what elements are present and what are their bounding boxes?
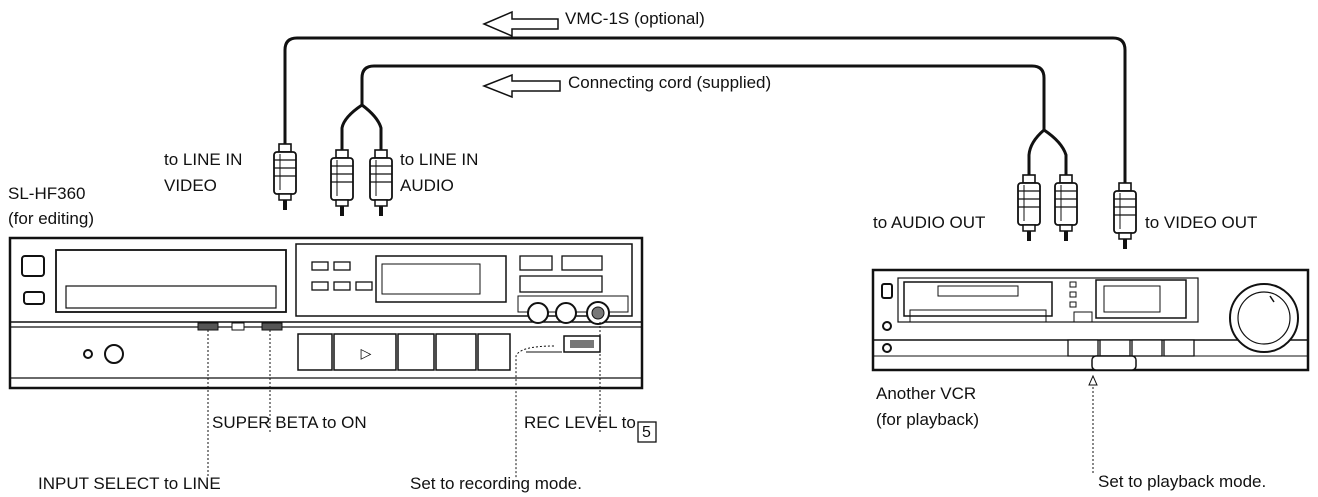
audio-y-split-right	[1027, 128, 1068, 170]
audio-out-plug-left	[1016, 165, 1042, 243]
audio-y-split-left	[340, 103, 383, 145]
playback-arrow	[1088, 374, 1098, 386]
rec-level-box	[637, 421, 657, 443]
audio-out-label: to AUDIO OUT	[873, 213, 986, 232]
audio-in-label-1: to LINE IN	[400, 150, 479, 169]
vmc-direction-arrow	[482, 10, 559, 38]
audio-in-plug-left	[329, 140, 355, 218]
input-select-label: INPUT SELECT to LINE	[38, 474, 221, 493]
editing-vcr-role: (for editing)	[8, 209, 94, 228]
playback-vcr-name: Another VCR	[876, 384, 977, 403]
playback-vcr-role: (for playback)	[876, 410, 979, 429]
video-out-label: to VIDEO OUT	[1145, 213, 1258, 232]
cord-direction-arrow	[481, 73, 561, 99]
play-button	[1091, 355, 1137, 371]
vmc-cable	[283, 36, 1127, 195]
super-beta-switch	[261, 322, 283, 331]
callout-lines	[207, 97, 1094, 478]
super-beta-label: SUPER BETA to ON	[212, 413, 367, 432]
audio-in-label-2: AUDIO	[400, 176, 454, 195]
playback-mode-label: Set to playback mode.	[1098, 472, 1267, 491]
audio-in-plug-right	[368, 140, 394, 218]
video-in-plug	[272, 134, 298, 212]
record-mode-label: Set to recording mode.	[410, 474, 582, 493]
video-out-plug	[1112, 173, 1138, 251]
video-in-label-2: VIDEO	[164, 176, 217, 195]
editing-vcr-model: SL-HF360	[8, 184, 86, 203]
rec-level-label: REC LEVEL to	[524, 413, 636, 432]
playback-vcr	[871, 268, 1310, 372]
video-in-label-1: to LINE IN	[164, 150, 243, 169]
audio-out-plug-right	[1053, 165, 1079, 243]
input-select-switch	[197, 322, 219, 331]
rec-level-knob	[591, 306, 605, 320]
editing-vcr: ▷	[8, 236, 644, 390]
cord-label: Connecting cord (supplied)	[568, 73, 772, 92]
connecting-cord	[360, 64, 1046, 130]
rec-level-value: 5	[642, 424, 651, 441]
vmc-cable-label: VMC-1S (optional)	[565, 9, 705, 28]
play-symbol: ▷	[361, 345, 372, 361]
jog-dial	[1229, 283, 1299, 353]
